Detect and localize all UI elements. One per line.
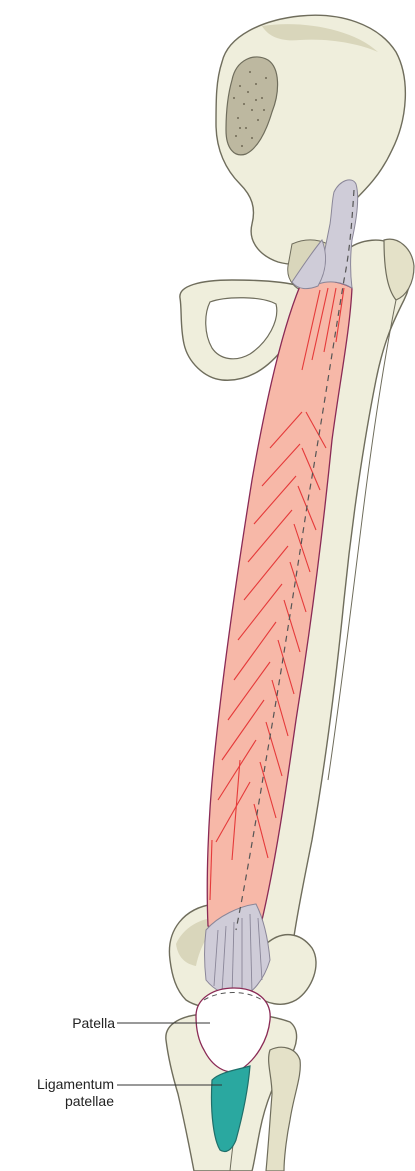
label-ligamentum-line2: patellae [37, 1093, 114, 1110]
fibula [266, 1047, 300, 1171]
label-ligamentum-line1: Ligamentum [37, 1076, 114, 1093]
label-patella: Patella [72, 1015, 115, 1032]
label-patella-text: Patella [72, 1015, 115, 1031]
label-ligamentum-patellae: Ligamentum patellae [37, 1076, 114, 1110]
